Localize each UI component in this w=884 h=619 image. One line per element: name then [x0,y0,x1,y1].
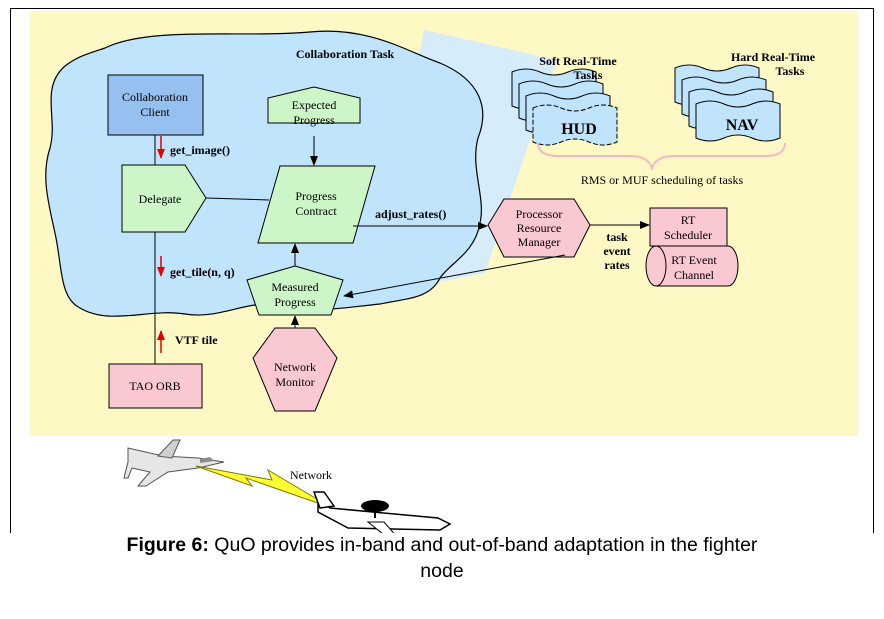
hud-label: HUD [561,121,597,138]
prm-to-measured-arrow [343,254,566,299]
network-monitor-line1: Network [274,360,316,374]
expected-progress-node [267,86,361,124]
processor-rm-line1: Processor [516,207,563,221]
rt-scheduler-line2: Scheduler [664,228,712,242]
architecture-diagram: Collaboration Task Soft Real-Time Tasks … [10,8,874,545]
tao-orb-label: TAO ORB [129,379,180,393]
adjust-rates-label: adjust_rates() [375,207,446,221]
scheduling-brace [537,142,786,172]
caption-text-line1: QuO provides in-band and out-of-band ada… [208,534,758,556]
rt-event-channel-node [645,245,739,287]
measured-progress-line1: Measured [271,280,318,294]
get-tile-label: get_tile(n, q) [170,265,235,279]
get-image-label: get_image() [170,143,230,157]
progress-contract-line1: Progress [295,189,337,203]
network-monitor-line2: Monitor [275,375,314,389]
task-event-rates-line2: event [603,244,630,258]
figure-label: Figure 6: [126,534,209,556]
collaboration-task-title: Collaboration Task [296,47,395,61]
expected-progress-line2: Progress [293,113,335,127]
scheduling-label: RMS or MUF scheduling of tasks [581,173,744,187]
delegate-label: Delegate [139,192,182,206]
progress-contract-node [257,165,376,244]
delegate-node [121,164,207,233]
hard-rt-label-line2: Tasks [776,64,805,78]
rt-scheduler-box [649,207,728,247]
processor-rm-line3: Manager [518,235,561,249]
rt-event-channel-line2: Channel [674,268,715,282]
hard-rt-label-line1: Hard Real-Time [731,50,816,64]
soft-rt-label-line1: Soft Real-Time [539,54,617,68]
caption-line2: node [420,560,464,582]
task-event-rates-line3: rates [604,258,630,272]
figure-frame: Collaboration Task Soft Real-Time Tasks … [10,8,874,619]
network-label: Network [290,468,332,482]
soft-rt-label-line2: Tasks [574,68,603,82]
rt-scheduler-line1: RT [681,213,696,227]
caption-line1: Figure 6: QuO provides in-band and out-o… [0,532,884,558]
processor-rm-line2: Resource [517,221,562,235]
vtf-tile-label: VTF tile [175,333,218,347]
expected-progress-line1: Expected [292,98,337,112]
collaboration-cloud [45,30,484,317]
awacs-plane-icon [312,491,452,545]
collaboration-client-line2: Client [140,105,170,119]
network-monitor-node [252,327,338,412]
hard-rt-task-stack [674,64,781,142]
tao-orb-box [108,363,203,409]
task-event-rates-line1: task [606,230,628,244]
collaboration-client-line1: Collaboration [122,90,188,104]
nav-label: NAV [726,117,759,134]
soft-rt-task-stack [511,68,618,146]
fighter-jet-icon [123,439,225,487]
collaboration-client-box [107,74,204,136]
rt-event-channel-line1: RT Event [671,253,717,267]
progress-contract-line2: Contract [295,204,337,218]
measured-progress-line2: Progress [274,295,316,309]
delegate-contract-line [205,197,270,201]
figure-caption: Figure 6: QuO provides in-band and out-o… [0,532,884,584]
